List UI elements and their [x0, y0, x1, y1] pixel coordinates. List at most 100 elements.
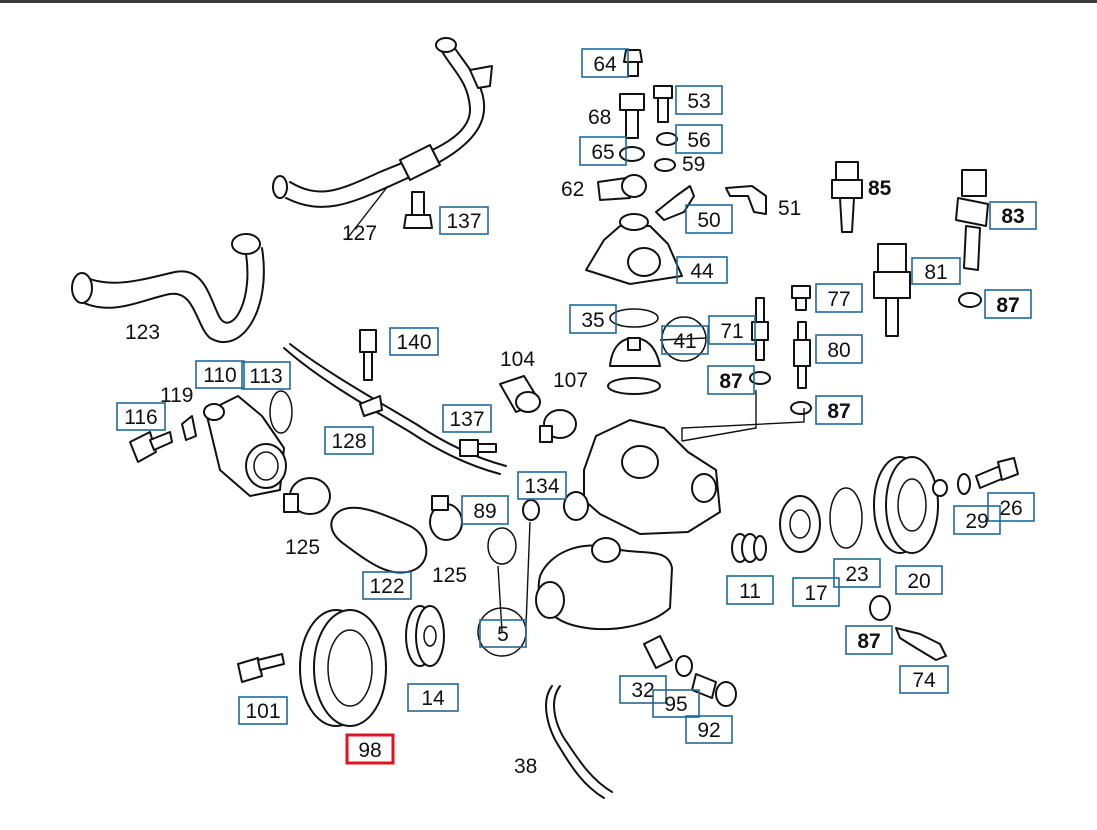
- callout-41[interactable]: 41: [661, 325, 709, 355]
- callout-77[interactable]: 77: [815, 283, 863, 313]
- callout-65[interactable]: 65: [579, 136, 627, 166]
- part-71-sensor[interactable]: [751, 297, 769, 361]
- part-101-bolt[interactable]: [237, 653, 285, 683]
- part-95-washer[interactable]: [675, 655, 693, 677]
- callout-89[interactable]: 89: [461, 495, 509, 525]
- callout-35[interactable]: 35: [569, 304, 617, 334]
- callout-116[interactable]: 116: [116, 402, 166, 431]
- callout-87-4[interactable]: 87: [845, 625, 893, 655]
- part-87-seal-ring-2[interactable]: [749, 371, 771, 385]
- part-87-seal-ring[interactable]: [958, 292, 982, 308]
- part-80-sensor[interactable]: [793, 321, 811, 389]
- callout-110[interactable]: 110: [195, 360, 245, 389]
- part-87-seal-ring-3[interactable]: [790, 401, 812, 415]
- part-35-gasket[interactable]: [609, 308, 659, 328]
- part-119-clip[interactable]: [181, 415, 197, 441]
- callout-80[interactable]: 80: [815, 334, 863, 364]
- callout-87-2[interactable]: 87: [707, 365, 755, 395]
- part-85-sensor[interactable]: [831, 161, 863, 233]
- part-89-o-ring[interactable]: [487, 527, 517, 565]
- part-137-bolt-2[interactable]: [459, 439, 497, 457]
- part-116-bolt[interactable]: [129, 431, 173, 463]
- part-81-sensor[interactable]: [873, 243, 911, 337]
- callout-20[interactable]: 20: [895, 565, 943, 595]
- part-104-fitting[interactable]: [499, 375, 541, 413]
- part-74-sensor[interactable]: [895, 627, 947, 661]
- callout-134[interactable]: 134: [517, 471, 567, 500]
- part-140-screw[interactable]: [359, 329, 377, 381]
- callout-50[interactable]: 50: [685, 204, 733, 234]
- part-92-bolt[interactable]: [691, 673, 737, 707]
- svg-text:140: 140: [396, 331, 431, 354]
- part-20-pulley[interactable]: [873, 456, 948, 554]
- callout-95[interactable]: 95: [652, 689, 700, 718]
- part-137-bolt[interactable]: [403, 191, 433, 229]
- part-44-thermostat-cover[interactable]: [585, 213, 683, 285]
- part-56-washer[interactable]: [656, 132, 678, 146]
- part-68-bolt[interactable]: [619, 93, 645, 139]
- part-83-sensor[interactable]: [955, 169, 989, 271]
- part-11-seal[interactable]: [731, 533, 767, 563]
- callout-140[interactable]: 140: [389, 327, 439, 356]
- callout-81[interactable]: 81: [911, 257, 961, 285]
- callout-87-3[interactable]: 87: [815, 395, 863, 425]
- part-107-clamp[interactable]: [539, 409, 577, 443]
- svg-text:44: 44: [690, 260, 714, 283]
- part-59-washer[interactable]: [654, 158, 676, 172]
- leader-lines: [345, 185, 805, 633]
- callout-11[interactable]: 11: [726, 575, 774, 605]
- svg-text:26: 26: [999, 497, 1022, 520]
- part-51-bracket[interactable]: [725, 185, 767, 215]
- part-98-belt-pulley[interactable]: [299, 609, 387, 727]
- callout-137[interactable]: 137: [439, 206, 489, 235]
- callout-92[interactable]: 92: [685, 715, 733, 744]
- part-50-bracket[interactable]: [655, 185, 695, 221]
- part-23-gasket[interactable]: [829, 487, 863, 549]
- callout-83[interactable]: 83: [989, 201, 1037, 230]
- part-123-hose[interactable]: [71, 233, 265, 344]
- part-65-washer[interactable]: [619, 146, 645, 162]
- part-53-bolt[interactable]: [653, 85, 673, 123]
- callout-64[interactable]: 64: [581, 48, 629, 78]
- callout-74[interactable]: 74: [899, 665, 949, 694]
- part-5-water-pump[interactable]: [477, 419, 721, 657]
- part-125-clamp-2[interactable]: [429, 495, 463, 541]
- part-29-washer[interactable]: [957, 473, 971, 495]
- svg-text:65: 65: [591, 141, 614, 164]
- callout-56[interactable]: 56: [675, 124, 723, 154]
- part-87-seal-ring-4[interactable]: [869, 595, 891, 621]
- callout-128[interactable]: 128: [324, 426, 374, 455]
- part-38-hose[interactable]: [545, 685, 613, 799]
- part-17-impeller[interactable]: [779, 495, 821, 553]
- callout-87[interactable]: 87: [984, 289, 1032, 319]
- callout-5[interactable]: 5: [479, 619, 527, 648]
- part-14-hub[interactable]: [405, 605, 445, 667]
- part-26-bolt[interactable]: [975, 457, 1019, 489]
- part-77-plug[interactable]: [791, 285, 811, 311]
- part-113-o-ring[interactable]: [269, 390, 293, 434]
- part-64-bolt[interactable]: [623, 49, 643, 77]
- part-125-clamp[interactable]: [283, 477, 331, 515]
- callout-23[interactable]: 23: [833, 558, 881, 588]
- callout-14[interactable]: 14: [407, 683, 459, 712]
- svg-text:113: 113: [249, 365, 282, 388]
- callout-101[interactable]: 101: [238, 696, 288, 725]
- callout-44[interactable]: 44: [676, 256, 728, 284]
- callout-98-highlighted[interactable]: 98: [345, 733, 395, 765]
- svg-text:80: 80: [827, 339, 850, 362]
- part-62-banjo-fitting[interactable]: [597, 174, 647, 201]
- part-122-hose[interactable]: [330, 506, 428, 574]
- part-41-thermostat[interactable]: [607, 316, 707, 395]
- callout-17[interactable]: 17: [792, 577, 840, 607]
- part-32-sleeve[interactable]: [643, 635, 673, 669]
- callout-137-2[interactable]: 137: [442, 404, 492, 433]
- callout-26[interactable]: 26: [987, 492, 1035, 522]
- part-134-washer[interactable]: [522, 499, 540, 521]
- callout-53[interactable]: 53: [675, 85, 723, 115]
- part-110-elbow[interactable]: [203, 395, 287, 497]
- callout-113[interactable]: 113: [241, 361, 291, 390]
- callout-122[interactable]: 122: [362, 571, 412, 600]
- callout-29[interactable]: 29: [953, 505, 1001, 535]
- callout-71[interactable]: 71: [708, 315, 756, 345]
- part-127-coolant-pipe[interactable]: [272, 37, 493, 208]
